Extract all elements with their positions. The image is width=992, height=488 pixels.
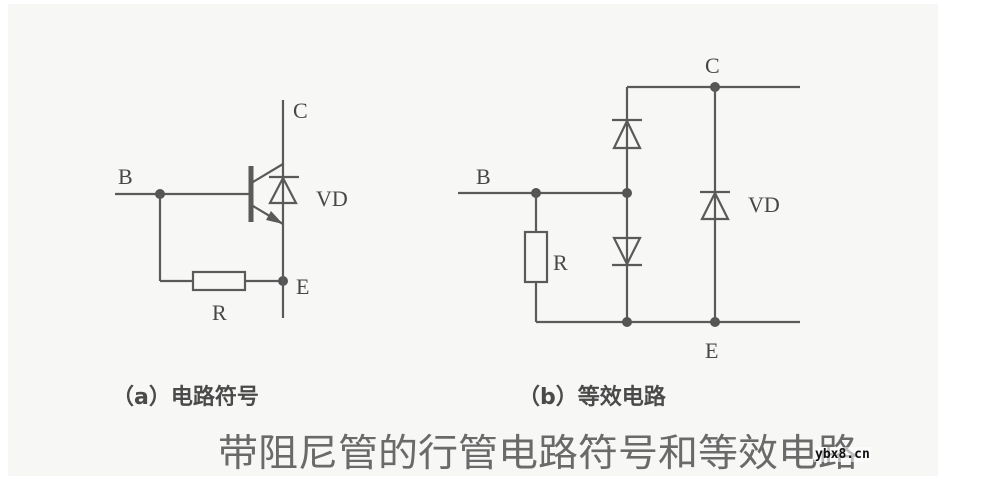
a-resistor [191,270,247,292]
panel-b-caption: （b）等效电路 [518,384,667,410]
b-top-diode-triangle [612,118,642,150]
panel-b-equivalent-circuit: B C E R VD [458,53,800,363]
watermark: ybx8.cn [814,447,871,462]
figure-title: 带阻尼管的行管电路符号和等效电路 [218,431,858,475]
panel-a-circuit-symbol: B C E R VD [115,98,348,325]
b-label-b: B [476,164,491,189]
b-label-e: E [705,338,718,363]
b-damper-diode-triangle [700,190,730,221]
a-collector-lead [252,163,284,183]
b-label-r: R [553,250,568,275]
a-label-c: C [293,98,308,123]
b-emitter-junction-dot-left [622,317,632,327]
a-label-r: R [212,300,227,325]
panel-a-caption: （a）电路符号 [112,384,259,410]
b-label-c: C [705,53,720,78]
b-label-vd: VD [748,192,780,217]
b-bottom-diode-triangle [612,236,642,267]
a-label-b: B [118,164,133,189]
scanned-figure-background [8,4,938,476]
b-resistor [523,230,549,284]
b-base-junction-dot-right [622,188,632,198]
a-label-vd: VD [316,186,348,211]
a-emitter-arrow [266,211,283,224]
a-label-e: E [296,274,309,299]
a-diode-triangle [268,175,298,205]
